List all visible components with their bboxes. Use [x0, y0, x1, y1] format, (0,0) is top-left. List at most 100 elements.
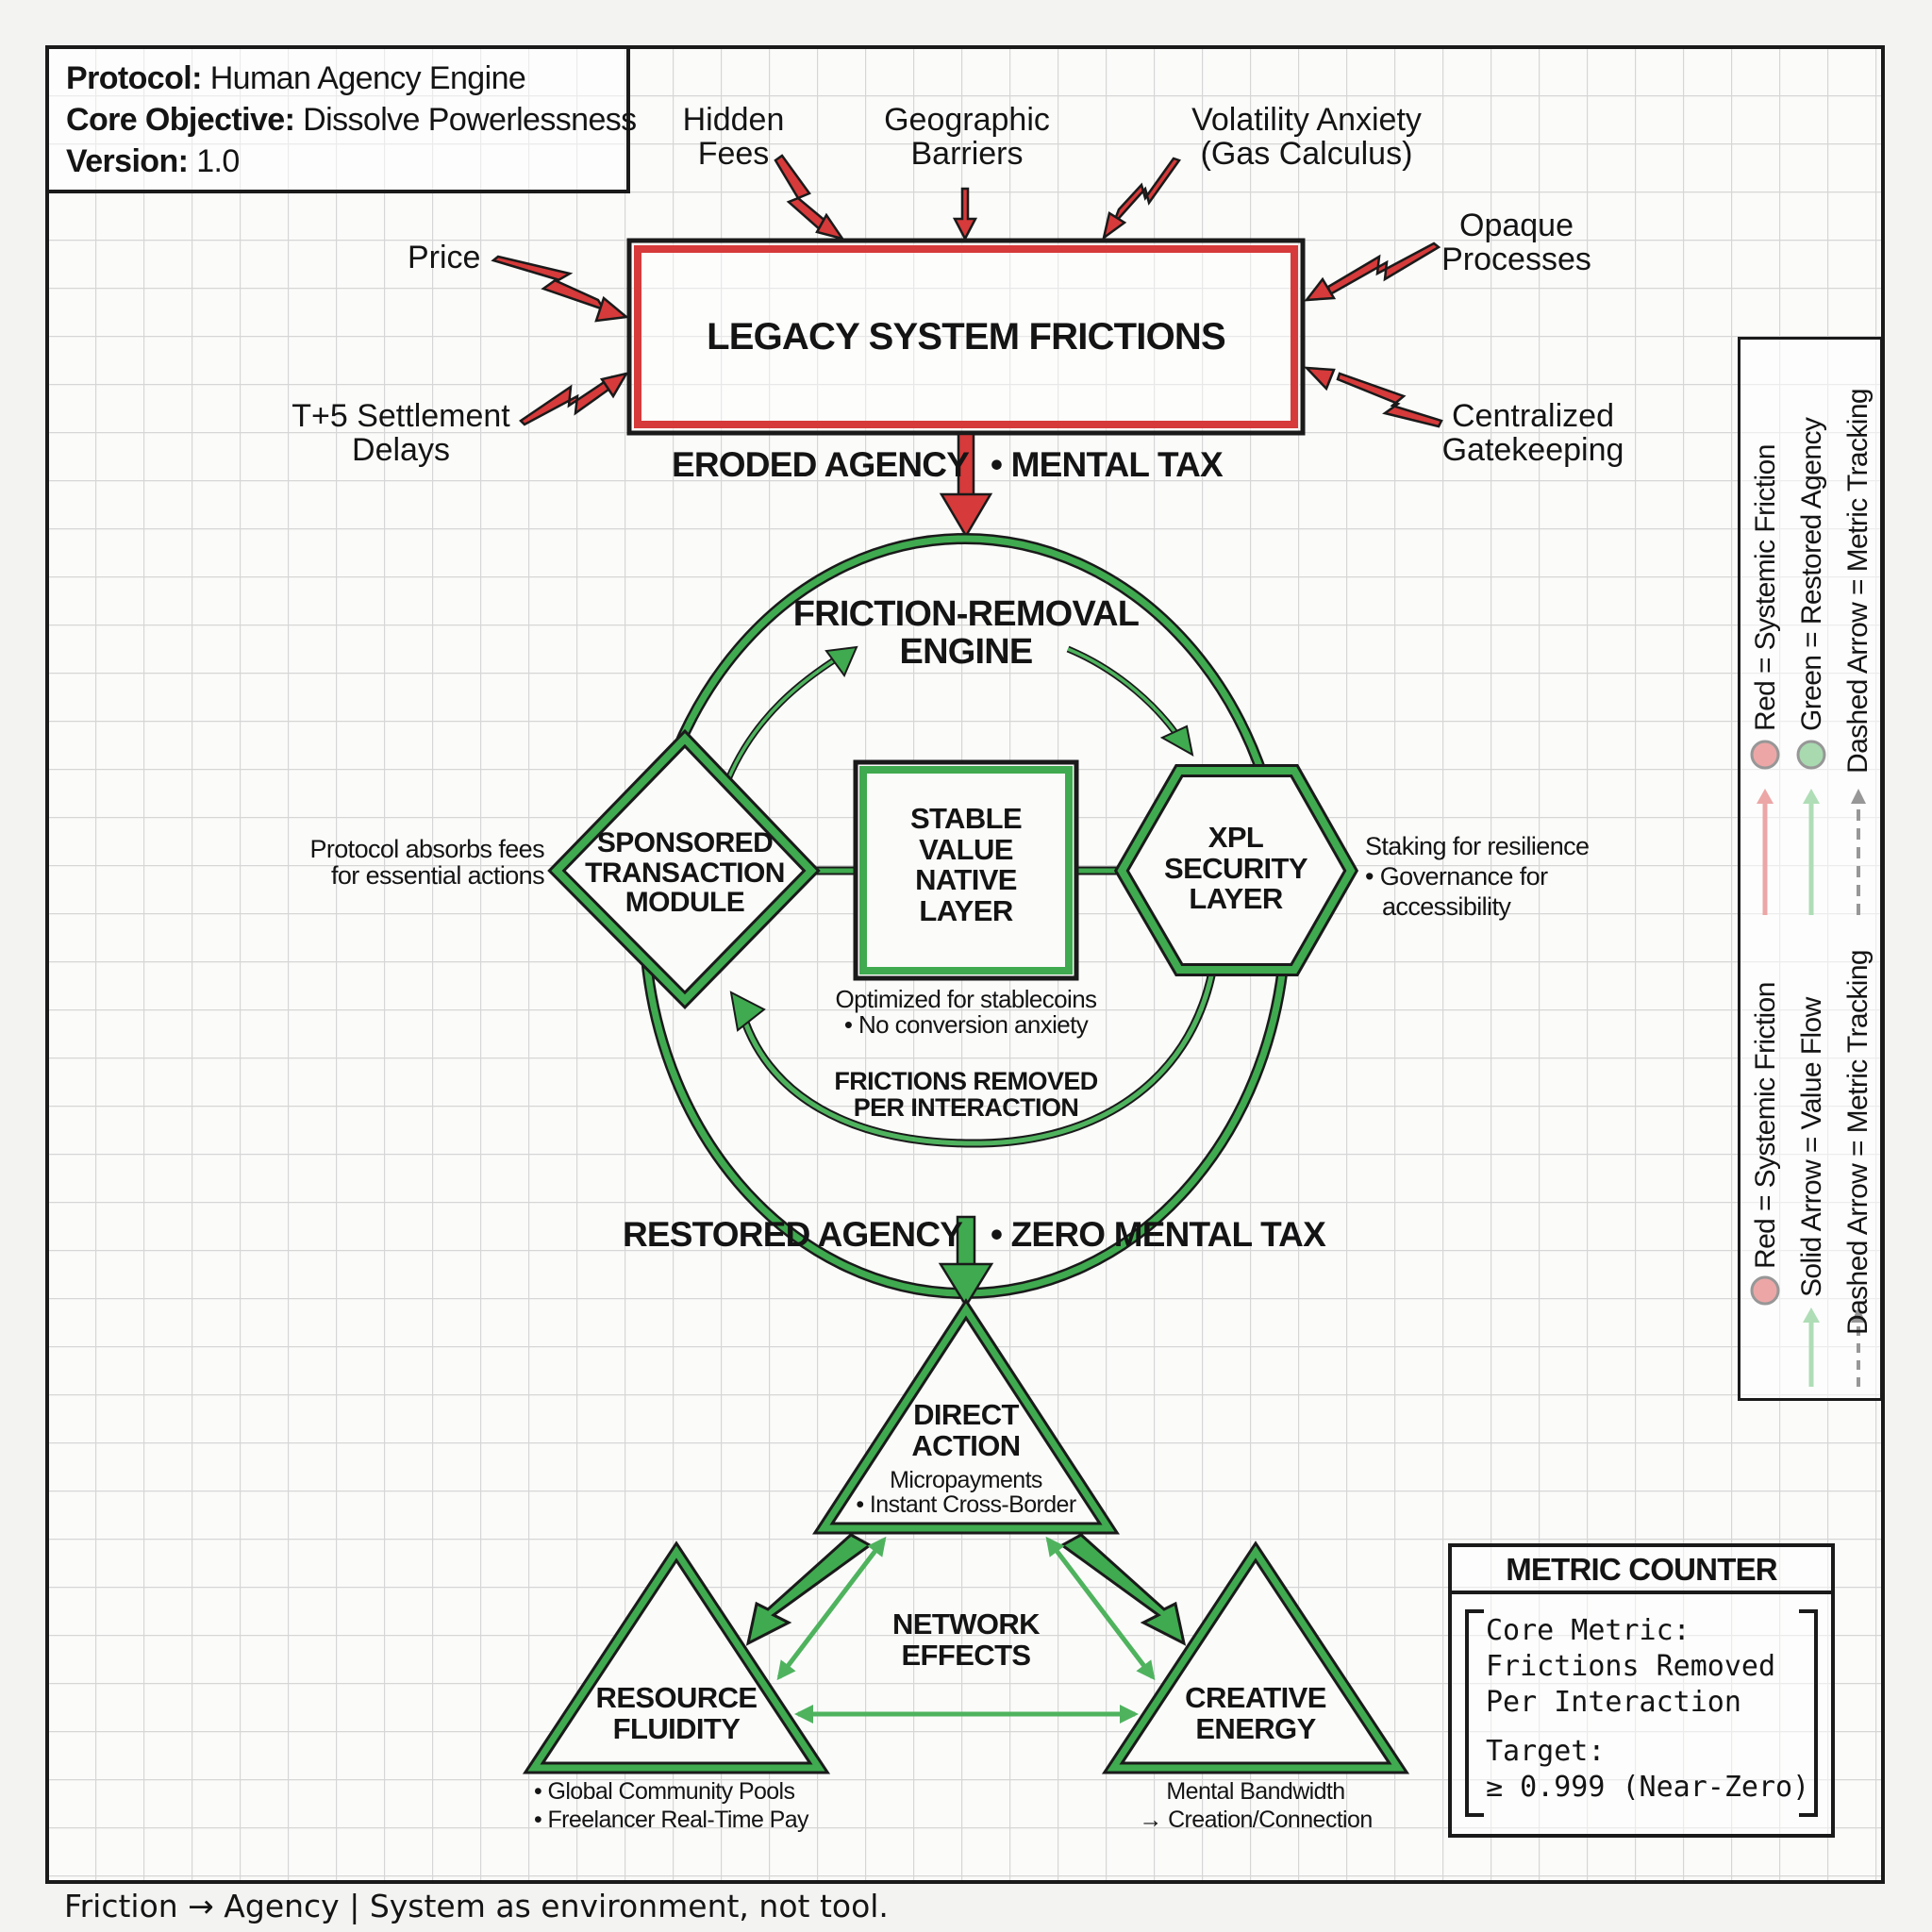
left-bracket	[1465, 1609, 1484, 1817]
legend-red-systemic-friction: Red = Systemic Friction	[1750, 444, 1781, 731]
zero-mental-tax-label: • ZERO MENTAL TAX	[991, 1215, 1326, 1254]
note-line: • No conversion anxiety	[843, 1010, 1089, 1040]
engine-cycle-arrows	[724, 645, 1217, 1148]
objective-value: Dissolve Powerlessness	[303, 102, 637, 138]
metric-line: Frictions Removed	[1486, 1650, 1776, 1683]
label-line: PER INTERACTION	[853, 1093, 1079, 1123]
label-line: XPL	[1208, 821, 1264, 854]
resource-fluidity-note: • Global Community Pools • Freelancer Re…	[534, 1777, 809, 1834]
price-label: Price	[408, 240, 481, 275]
sub-line: • Instant Cross-Border	[856, 1491, 1076, 1519]
protocol-label: Protocol:	[66, 60, 202, 96]
metric-line: Core Metric:	[1486, 1614, 1690, 1647]
label-line: Barriers	[910, 135, 1024, 172]
objective-line: Core Objective: Dissolve Powerlessness	[66, 102, 637, 139]
label-line: ACTION	[911, 1428, 1021, 1462]
engine-title-line: ENGINE	[899, 631, 1034, 672]
objective-label: Core Objective:	[66, 102, 295, 138]
sponsored-transaction-diamond	[547, 728, 821, 1009]
note-line: • Freelancer Real-Time Pay	[534, 1807, 809, 1833]
protocol-value: Human Agency Engine	[209, 60, 526, 96]
note-line: accessibility	[1382, 891, 1511, 921]
creative-energy-triangle	[1101, 1541, 1410, 1774]
note-line: Staking for resilience	[1365, 832, 1590, 860]
settlement-delays-label: T+5 Settlement Delays	[283, 399, 519, 468]
label-line: ENERGY	[1195, 1711, 1316, 1745]
restored-agency-label: RESTORED AGENCY	[623, 1215, 963, 1254]
label-line: Hidden	[682, 102, 785, 138]
header-box	[45, 45, 630, 193]
label-line: Delays	[352, 431, 450, 468]
right-bracket	[1799, 1609, 1818, 1817]
mental-tax-label: • MENTAL TAX	[991, 445, 1224, 484]
centralized-gatekeeping-label: Centralized Gatekeeping	[1439, 398, 1627, 468]
eroded-agency-label: ERODED AGENCY	[672, 445, 970, 484]
network-effect-arrows	[776, 1536, 1156, 1724]
legend-green-restored-agency: Green = Restored Agency	[1796, 417, 1827, 731]
gatekeeping-arrow	[1336, 372, 1443, 428]
metric-target-label: Target:	[1486, 1735, 1606, 1768]
note-line: for essential actions	[330, 861, 545, 891]
legend-box	[1738, 337, 1883, 1401]
note-line: Protocol absorbs fees	[309, 835, 544, 863]
label-line: VALUE	[919, 832, 1013, 866]
note-line: → Creation/Connection	[1139, 1807, 1373, 1833]
label-line: Fees	[697, 135, 770, 172]
label-line: Gatekeeping	[1441, 431, 1624, 468]
footer-tagline: Friction → Agency | System as environmen…	[64, 1888, 889, 1924]
note-line: • Global Community Pools	[534, 1778, 795, 1805]
direct-action-title: DIRECT ACTION	[862, 1398, 1070, 1462]
label-line: SPONSORED	[596, 827, 774, 858]
legend-red-systemic-friction-2: Red = Systemic Friction	[1750, 982, 1781, 1269]
engine-title: FRICTION-REMOVAL ENGINE	[777, 595, 1155, 672]
metric-target-value: ≥ 0.999 (Near-Zero)	[1486, 1771, 1810, 1804]
stable-value-label: STABLE VALUE NATIVE LAYER	[856, 802, 1076, 927]
restored-agency-arrow	[938, 1215, 994, 1308]
label-line: NATIVE	[915, 863, 1017, 897]
note-line: Mental Bandwidth	[1166, 1778, 1345, 1805]
label-line: STABLE	[909, 802, 1023, 835]
version-label: Version:	[66, 143, 189, 179]
geographic-arrow	[952, 187, 978, 242]
version-value: 1.0	[196, 143, 240, 179]
note-line: Optimized for stablecoins	[835, 985, 1098, 1013]
direct-action-triangle	[812, 1298, 1120, 1535]
legacy-system-title: LEGACY SYSTEM FRICTIONS	[707, 316, 1226, 358]
version-line: Version: 1.0	[66, 143, 240, 180]
label-line: CREATIVE	[1185, 1681, 1326, 1714]
label-line: LAYER	[919, 893, 1013, 927]
resource-fluidity-title: RESOURCE FLUIDITY	[573, 1681, 780, 1745]
volatility-anxiety-label: Volatility Anxiety (Gas Calculus)	[1179, 103, 1434, 172]
frictions-removed-label: FRICTIONS REMOVED PER INTERACTION	[811, 1068, 1121, 1122]
direct-action-sub: Micropayments • Instant Cross-Border	[834, 1468, 1098, 1518]
stable-value-square	[853, 759, 1079, 981]
legacy-system-box	[626, 238, 1306, 436]
label-line: Centralized	[1452, 398, 1614, 434]
label-line: (Gas Calculus)	[1200, 135, 1413, 172]
legend-dashed-metric-tracking-2: Dashed Arrow = Metric Tracking	[1842, 950, 1874, 1335]
sponsored-note: Protocol absorbs fees for essential acti…	[297, 836, 544, 890]
label-line: FLUIDITY	[612, 1711, 741, 1745]
metric-core: Core Metric: Frictions Removed Per Inter…	[1486, 1613, 1809, 1806]
hidden-fees-label: Hidden Fees	[675, 102, 792, 172]
creative-energy-note: Mental Bandwidth → Creation/Connection	[1113, 1777, 1398, 1834]
protocol-line: Protocol: Human Agency Engine	[66, 60, 526, 97]
label-line: RESOURCE	[595, 1681, 758, 1714]
label-line: FRICTIONS REMOVED	[834, 1067, 1098, 1095]
friction-arrows	[491, 154, 1443, 428]
resource-fluidity-triangle	[522, 1541, 831, 1774]
metric-line: Per Interaction	[1486, 1686, 1741, 1719]
xpl-note: Staking for resilience • Governance for …	[1365, 832, 1590, 923]
label-line: TRANSACTION	[585, 857, 785, 889]
label-line: DIRECT	[913, 1398, 1019, 1431]
label-line: MODULE	[625, 887, 745, 918]
opaque-processes-label: Opaque Processes	[1434, 208, 1599, 276]
geographic-barriers-label: Geographic Barriers	[868, 103, 1066, 172]
note-line: • Governance for	[1365, 861, 1548, 891]
metric-counter-title: METRIC COUNTER	[1452, 1547, 1831, 1594]
legend-solid-arrow-value-flow: Solid Arrow = Value Flow	[1796, 997, 1827, 1297]
stable-note: Optimized for stablecoins • No conversio…	[811, 985, 1121, 1040]
volatility-arrow	[1111, 157, 1181, 225]
label-line: SECURITY	[1164, 851, 1308, 885]
